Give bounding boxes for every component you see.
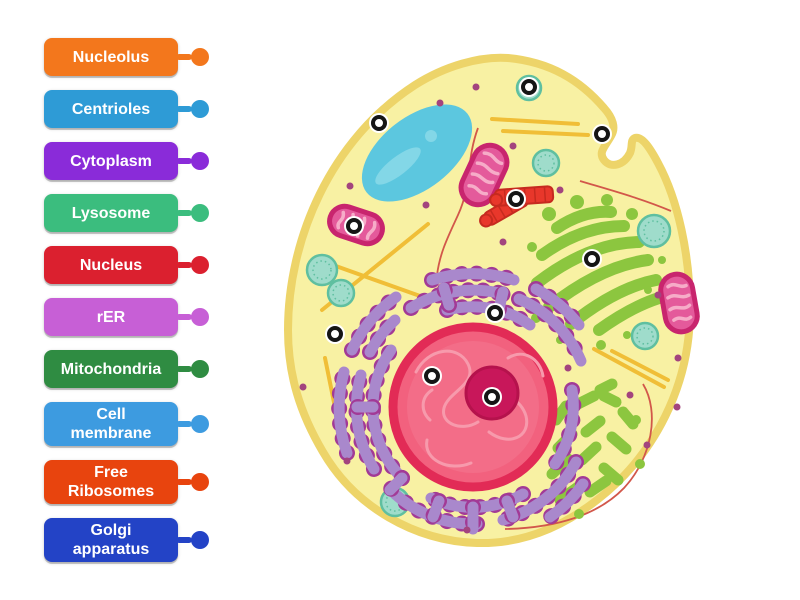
answer-pin-10[interactable] [484, 389, 500, 405]
label-connector-stem [176, 314, 192, 320]
label-connector-stem [176, 106, 192, 112]
label-connector-stem [176, 262, 192, 268]
label-connector-dot[interactable] [191, 531, 209, 549]
label-connector-dot[interactable] [191, 360, 209, 378]
vacuole [361, 104, 473, 202]
label-nucleus[interactable]: Nucleus [44, 246, 209, 284]
answer-pin-1[interactable] [371, 115, 387, 131]
label-connector-stem [176, 421, 192, 427]
rough-er [331, 265, 591, 537]
answer-pin-6[interactable] [584, 251, 600, 267]
label-text: Nucleolus [72, 48, 150, 66]
label-connector-stem [176, 210, 192, 216]
answer-pin-9[interactable] [424, 368, 440, 384]
label-text: Cytoplasm [70, 152, 152, 170]
labels-panel: Nucleolus Centrioles Cytoplasm Lysosome … [44, 38, 209, 562]
answer-pin-4[interactable] [508, 191, 524, 207]
label-connector-dot[interactable] [191, 473, 209, 491]
label-centrioles[interactable]: Centrioles [44, 90, 209, 128]
label-connector-dot[interactable] [191, 48, 209, 66]
mitochondria [327, 142, 700, 335]
label-connector-dot[interactable] [191, 308, 209, 326]
answer-pin-3[interactable] [594, 126, 610, 142]
answer-pin-2[interactable] [521, 79, 537, 95]
answer-pin-8[interactable] [327, 326, 343, 342]
nucleus [388, 322, 558, 492]
label-mitochondria[interactable]: Mitochondria [44, 350, 209, 388]
label-text: Mitochondria [60, 360, 162, 378]
label-connector-dot[interactable] [191, 204, 209, 222]
label-text: Centrioles [71, 100, 151, 118]
label-connector-dot[interactable] [191, 152, 209, 170]
label-rer[interactable]: rER [44, 298, 209, 336]
label-text: Nucleus [79, 256, 143, 274]
label-connector-dot[interactable] [191, 415, 209, 433]
label-nucleolus[interactable]: Nucleolus [44, 38, 209, 76]
label-connector-stem [176, 366, 192, 372]
label-lysosome[interactable]: Lysosome [44, 194, 209, 232]
thin-red-filaments [436, 127, 672, 530]
free-ribosomes [299, 83, 682, 534]
label-text: rER [96, 308, 126, 326]
label-connector-stem [176, 54, 192, 60]
label-connector-dot[interactable] [191, 100, 209, 118]
label-connector-stem [176, 158, 192, 164]
label-connector-stem [176, 479, 192, 485]
answer-pin-7[interactable] [487, 305, 503, 321]
cytoskeleton-filaments [320, 117, 670, 434]
answer-pin-5[interactable] [346, 218, 362, 234]
label-cytoplasm[interactable]: Cytoplasm [44, 142, 209, 180]
label-connector-stem [176, 537, 192, 543]
label-text: Lysosome [71, 204, 151, 222]
label-connector-dot[interactable] [191, 256, 209, 274]
